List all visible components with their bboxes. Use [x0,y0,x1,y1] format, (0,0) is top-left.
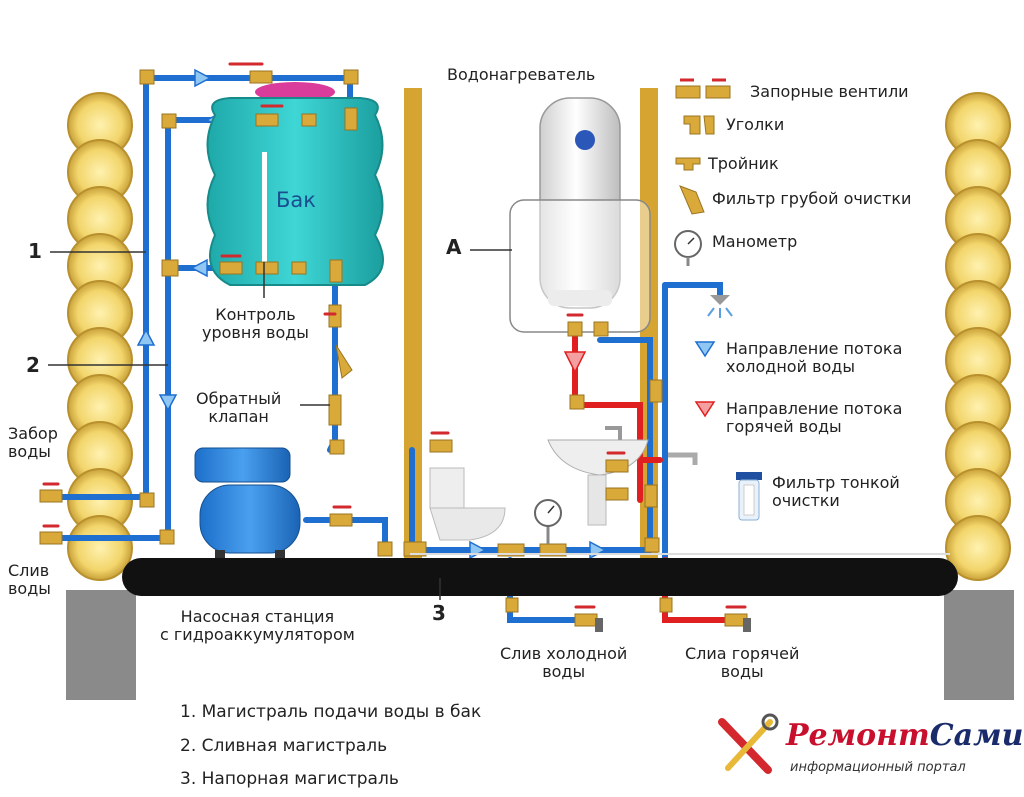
legend-icons [674,78,762,521]
region-a-outline [509,199,651,333]
left-post [404,88,422,558]
legend-elbows-text: Уголки [726,115,785,134]
sink [547,426,649,526]
pump-station-label: Насосная станция с гидроаккумулятором [160,607,355,645]
left-foundation [66,590,136,700]
legend-coarse-filter-text: Фильтр грубой очистки [712,189,912,208]
callout-3-label: 3 [432,601,446,625]
callout-lines [48,249,512,600]
pump-station [194,447,301,558]
legend-hot-flow-text: Направление потока горячей воды [726,399,903,437]
region-a-label: А [446,235,462,259]
drain-label: Слив воды [8,561,51,599]
cold-drain-label: Слив холодной воды [500,644,628,682]
callout-2-label: 2 [26,353,40,377]
valve-handles [42,62,747,609]
water-heater [539,97,621,309]
faucet [668,452,698,465]
legend-fine-filter-icon [736,472,762,521]
legend-manometer-icon [674,230,702,266]
manometer-gauge [534,499,562,544]
legend-shutoff-text: Запорные вентили [750,82,909,101]
right-log-wall [945,92,1011,581]
right-foundation [944,590,1014,700]
note-2: 2. Сливная магистраль [180,736,388,756]
shower-head [707,295,733,318]
brand-logo-text: РемонтСами [786,718,1023,753]
level-control-label: Контроль уровня воды [202,305,309,343]
legend-elbow-icon [683,115,715,135]
legend-tee-icon [675,157,701,171]
legend-cold-flow-text: Направление потока холодной воды [726,339,903,377]
brand-subtitle: информационный портал [790,760,966,775]
cold-pipes [57,75,723,623]
note-3: 3. Напорная магистраль [180,769,399,789]
brand-tools-icon [718,713,779,774]
legend-hot-arrow-icon [694,401,716,418]
hot-flow-arrow [563,351,587,374]
brass-fittings [39,69,748,627]
left-log-wall [67,92,133,581]
hot-drain-label: Слиа горячей воды [685,644,800,682]
hot-drain-tap [743,618,751,632]
note-1: 1. Магистраль подачи воды в бак [180,702,482,722]
legend-coarse-filter-icon [679,185,705,215]
tank-label: Бак [276,188,316,212]
floor-slab [122,558,958,596]
legend-cold-arrow-icon [694,341,716,358]
legend-manometer-text: Манометр [712,232,798,251]
coarse-filter-fitting [335,344,353,379]
heater-label: Водонагреватель [447,65,596,84]
cold-drain-tap [595,618,603,632]
intake-label: Забор воды [8,424,58,462]
legend-fine-filter-text: Фильтр тонкой очистки [772,473,900,511]
toilet [429,467,506,541]
brand-name-b: Сами [929,718,1024,753]
water-tank [206,82,384,286]
legend-shutoff-icon [675,78,731,99]
legend-tee-text: Тройник [708,154,779,173]
callout-1-label: 1 [28,239,42,263]
brand-name-a: Ремонт [786,718,930,753]
check-valve-label: Обратный клапан [196,389,282,427]
